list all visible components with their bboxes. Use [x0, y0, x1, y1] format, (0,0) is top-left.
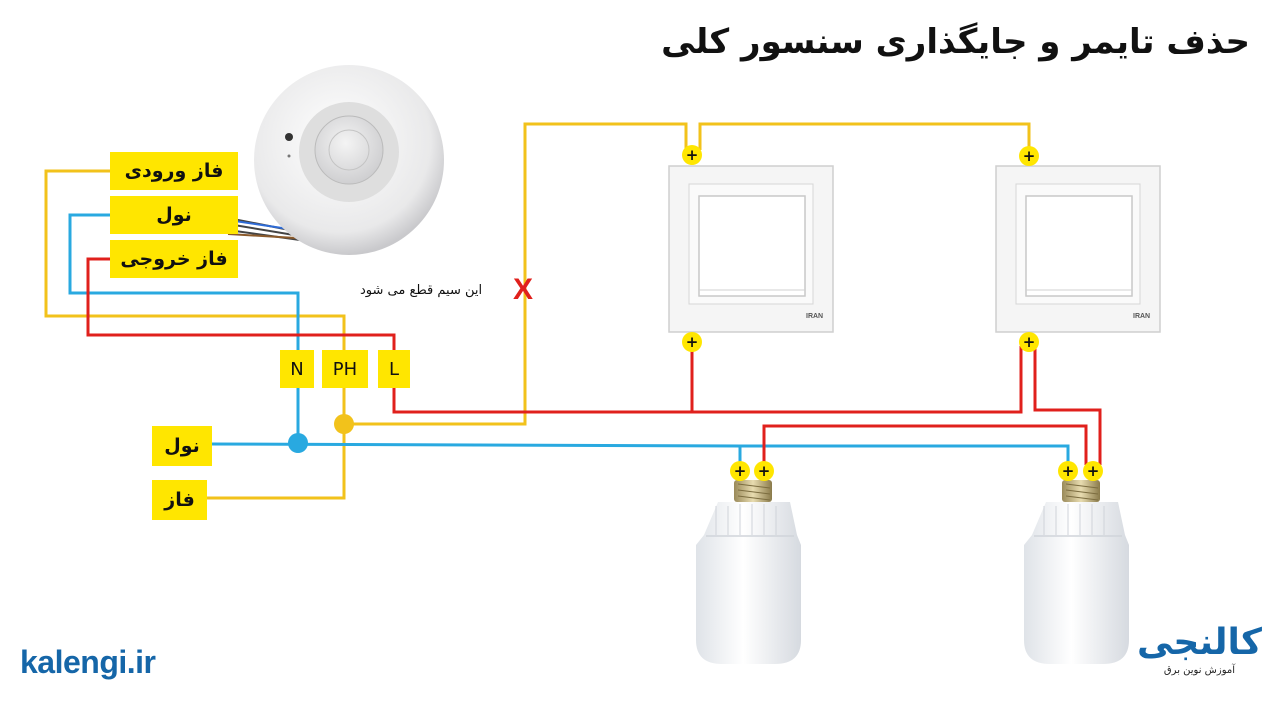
brand-right-tagline: آموزش نوین برق [1163, 665, 1236, 676]
plus-switch2-bottom: + [1023, 333, 1036, 351]
plus-bulb1-right: + [758, 462, 771, 480]
neutral-wires [68, 213, 1070, 465]
plus-bulb2-left: + [1062, 462, 1075, 480]
label-phase-output: فاز خروجی [110, 240, 238, 278]
light-switch-1 [668, 165, 834, 333]
terminal-l: L [378, 350, 410, 388]
plus-switch2-top: + [1023, 147, 1036, 165]
terminal-ph: PH [322, 350, 368, 388]
brand-logo-left: kalengi.ir [20, 644, 156, 681]
plus-bulb2-right: + [1087, 462, 1100, 480]
brand-left-k: k [20, 644, 38, 680]
motion-sensor-device [227, 65, 444, 255]
neutral-junction-dot [288, 433, 308, 453]
terminal-markers [682, 145, 1103, 481]
label-supply-neutral: نول [152, 426, 212, 466]
light-switch-2 [995, 165, 1161, 333]
brand-right-name: کالنجی [1136, 622, 1262, 663]
page-title: حذف تایمر و جایگذاری سنسور کلی [661, 22, 1250, 62]
plus-bulb1-left: + [734, 462, 747, 480]
switch-1-brand: IRAN [806, 313, 823, 320]
phase-wires [44, 122, 1031, 500]
label-supply-phase: فاز [152, 480, 207, 520]
brand-left-rest: alengi.ir [37, 644, 156, 680]
switch-2-brand: IRAN [1133, 313, 1150, 320]
plus-switch1-top: + [686, 146, 699, 164]
brand-logo-right: کالنجی آموزش نوین برق [1137, 622, 1262, 676]
plus-switch1-bottom: + [686, 333, 699, 351]
cut-wire-note: این سیم قطع می شود [360, 283, 483, 298]
terminal-n: N [280, 350, 314, 388]
led-bulb-2 [1024, 480, 1129, 664]
load-wires [86, 257, 1102, 465]
cut-mark-icon: X [513, 273, 534, 306]
label-neutral: نول [110, 196, 238, 234]
led-bulb-1 [696, 480, 801, 664]
phase-junction-dot [334, 414, 354, 434]
label-phase-input: فاز ورودی [110, 152, 238, 190]
